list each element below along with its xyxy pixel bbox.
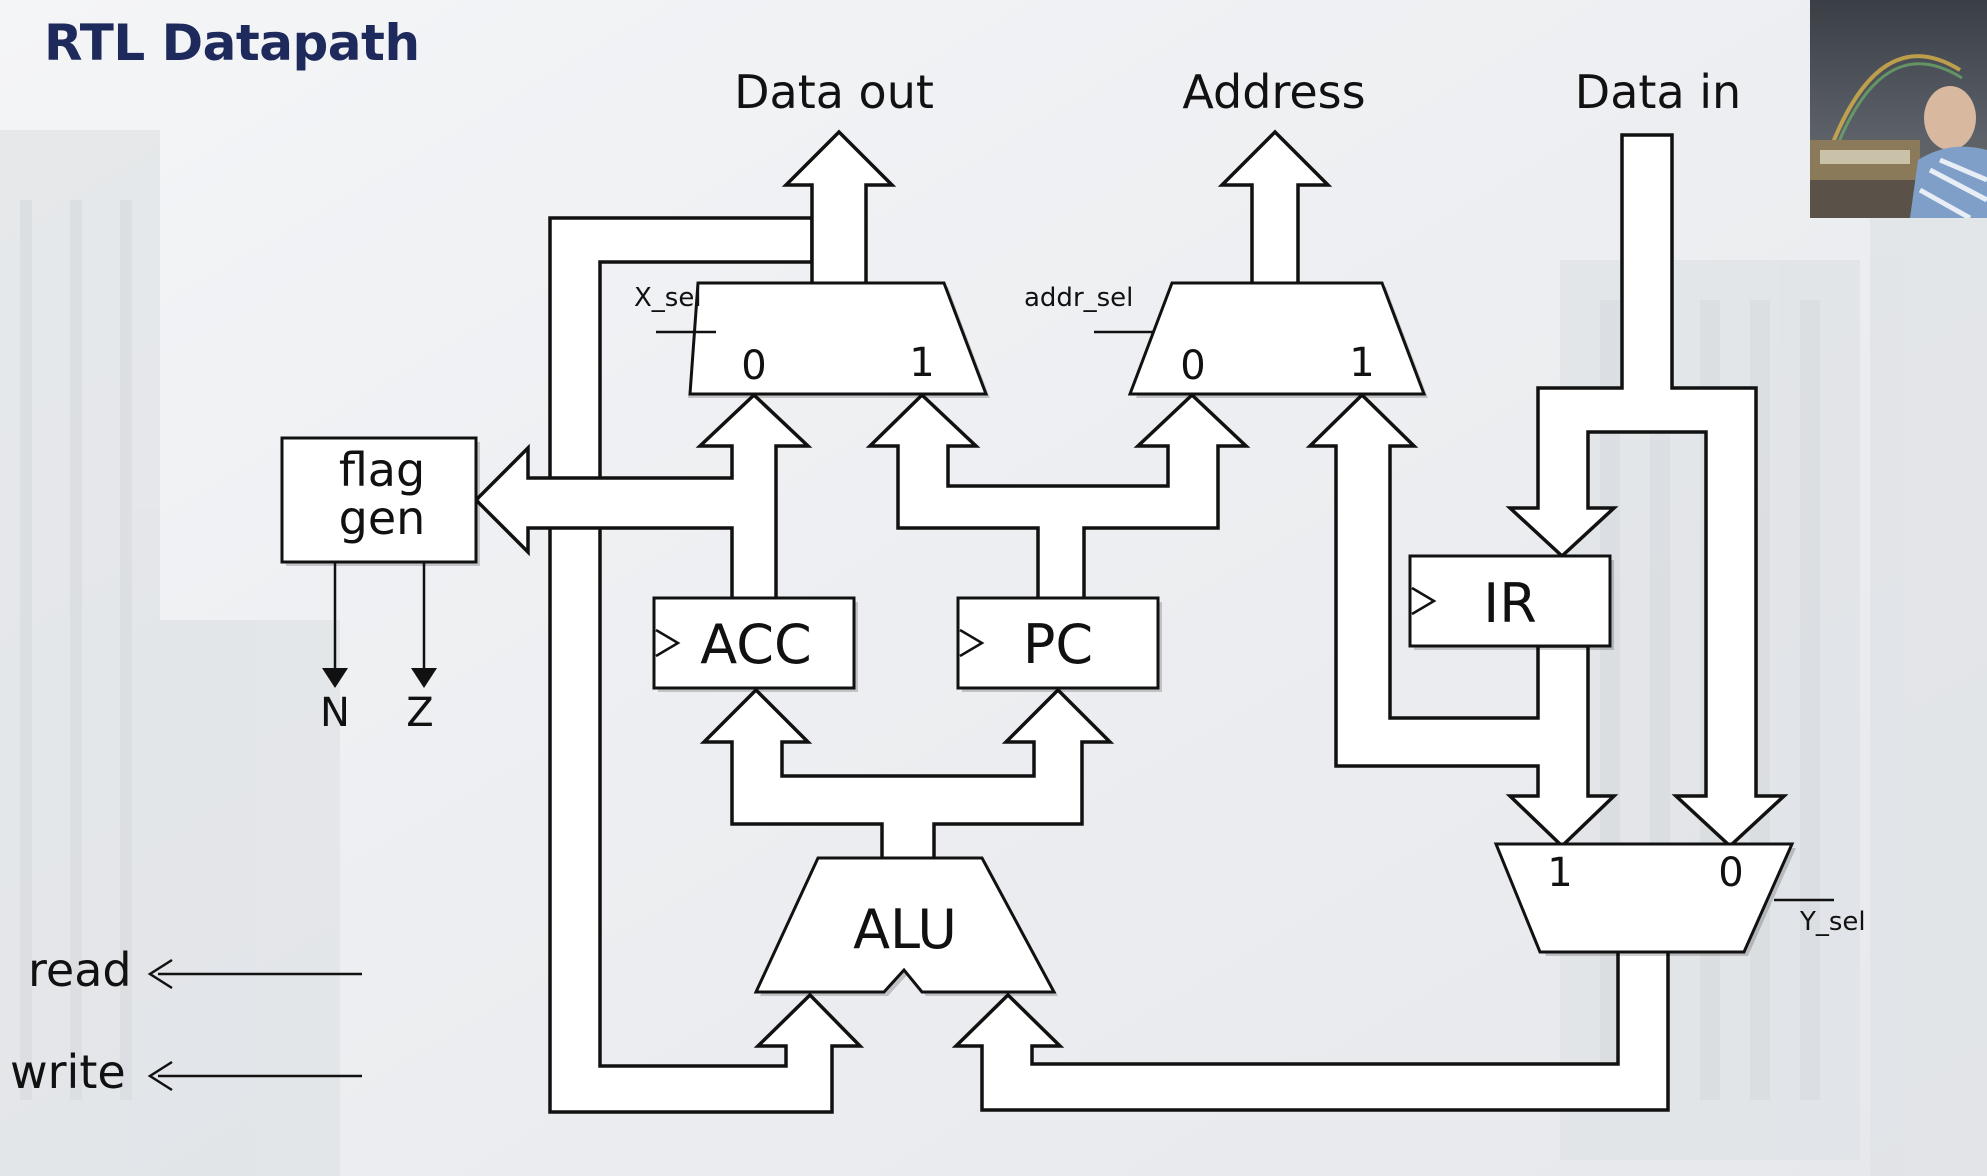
addr-mux-input-1: 1 xyxy=(1349,340,1374,386)
ir-register: IR xyxy=(1408,554,1614,650)
alu-label: ALU xyxy=(853,898,957,961)
ir-label: IR xyxy=(1483,572,1536,635)
flag-gen-box xyxy=(280,436,478,564)
port-label-data-out: Data out xyxy=(734,65,934,119)
z-flag-arrowhead xyxy=(411,668,437,688)
read-arrowhead xyxy=(147,958,173,990)
clock-triangle-icon xyxy=(959,628,985,658)
flag-gen-label-line2: gen xyxy=(339,491,426,545)
bus-data-in xyxy=(1505,133,1789,849)
pc-box xyxy=(956,596,1160,690)
write-arrowhead xyxy=(147,1060,173,1092)
control-write: write xyxy=(10,1045,362,1099)
x-mux-body xyxy=(688,281,989,396)
pc-label: PC xyxy=(1023,613,1093,676)
addr-mux: addr_sel 0 1 xyxy=(1024,281,1428,398)
read-label: read xyxy=(28,943,132,997)
port-label-data-in: Data in xyxy=(1575,65,1741,119)
bus-ir-out xyxy=(1305,392,1619,849)
slide-title: RTL Datapath xyxy=(44,14,420,72)
alu-body xyxy=(753,856,1057,994)
acc-box xyxy=(652,596,856,690)
port-label-address: Address xyxy=(1182,65,1365,119)
addr-sel-label: addr_sel xyxy=(1024,283,1133,313)
y-sel-label: Y_sel xyxy=(1799,907,1866,937)
bus-pc-out xyxy=(865,392,1251,602)
bus-acc-out xyxy=(473,392,813,602)
addr-mux-body xyxy=(1127,281,1427,396)
y-mux-input-1: 1 xyxy=(1547,850,1572,896)
z-flag-label: Z xyxy=(406,690,433,736)
x-sel-label: X_sel xyxy=(634,283,702,313)
clock-triangle-icon xyxy=(655,628,681,658)
x-mux: X_sel 0 1 xyxy=(634,281,990,398)
pc-register: PC xyxy=(956,596,1162,692)
clock-triangle-icon xyxy=(1411,586,1437,616)
bus-alu-out xyxy=(699,687,1115,862)
acc-label: ACC xyxy=(700,613,811,676)
n-flag-arrowhead xyxy=(322,668,348,688)
n-flag-label: N xyxy=(320,690,350,736)
addr-mux-input-0: 0 xyxy=(1180,343,1205,389)
presenter-webcam-thumbnail xyxy=(1810,0,1987,218)
x-mux-input-1: 1 xyxy=(909,340,934,386)
y-mux-input-0: 0 xyxy=(1718,850,1743,896)
acc-register: ACC xyxy=(652,596,858,692)
alu: ALU xyxy=(753,856,1058,996)
write-label: write xyxy=(10,1045,126,1099)
control-read: read xyxy=(28,943,362,997)
bus-y-mux-out xyxy=(951,948,1670,1112)
flag-gen-block: flag gen N Z xyxy=(280,436,480,736)
bus-feedback-left xyxy=(548,216,865,1114)
y-mux-body xyxy=(1493,842,1795,954)
ir-box xyxy=(1408,554,1612,648)
y-mux: Y_sel 1 0 xyxy=(1493,842,1866,956)
bus-address xyxy=(1217,129,1333,286)
x-mux-input-0: 0 xyxy=(741,343,766,389)
flag-gen-label-line1: flag xyxy=(339,443,425,497)
